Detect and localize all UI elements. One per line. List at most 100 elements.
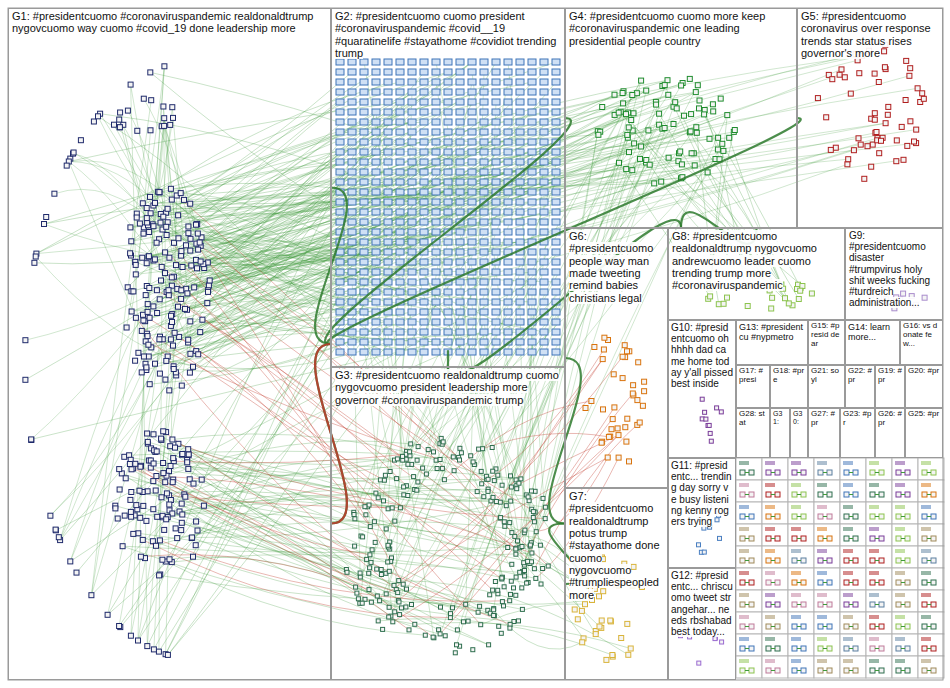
user-node (620, 376, 625, 381)
user-node (157, 538, 162, 543)
user-node (353, 517, 357, 521)
tie-line (70, 375, 176, 561)
user-node (627, 150, 632, 155)
user-node (360, 119, 368, 125)
user-node (504, 209, 512, 215)
user-node (624, 112, 629, 117)
user-node (456, 309, 464, 315)
user-node (732, 128, 737, 133)
user-node (528, 59, 536, 65)
user-node (78, 138, 83, 143)
user-node (348, 69, 356, 75)
user-node (477, 447, 481, 451)
user-node (492, 239, 500, 245)
user-node (395, 477, 399, 481)
user-node (372, 109, 380, 115)
user-node (378, 478, 382, 482)
user-node (456, 199, 464, 205)
user-node (654, 102, 659, 107)
user-node (188, 248, 193, 253)
small-group-cell (788, 458, 814, 480)
user-node (162, 116, 167, 121)
tie-line (174, 105, 656, 369)
user-node (145, 439, 150, 444)
user-node (122, 454, 127, 459)
user-node (721, 148, 726, 153)
user-node (360, 139, 368, 145)
user-node (188, 236, 193, 241)
user-node (432, 89, 440, 95)
user-node (396, 149, 404, 155)
user-node (141, 318, 146, 323)
user-node (397, 579, 401, 583)
tie-line (138, 295, 146, 640)
user-node (384, 149, 392, 155)
tie-line (132, 464, 398, 592)
user-node (552, 59, 560, 65)
user-node (879, 138, 884, 143)
user-node (468, 249, 476, 255)
user-node (420, 149, 428, 155)
user-node (839, 67, 844, 72)
user-node (504, 159, 512, 165)
user-node (540, 79, 548, 85)
user-node (336, 109, 344, 115)
user-node (480, 179, 488, 185)
user-node (508, 521, 512, 525)
user-node (468, 319, 476, 325)
user-node (412, 475, 416, 479)
user-node (432, 179, 440, 185)
user-node (348, 229, 356, 235)
user-node (516, 159, 524, 165)
user-node (369, 600, 373, 604)
user-node (580, 640, 585, 645)
user-node (444, 309, 452, 315)
user-node (498, 516, 502, 520)
user-node (504, 239, 512, 245)
user-node (480, 119, 488, 125)
user-node (516, 119, 524, 125)
user-node (456, 69, 464, 75)
user-node (191, 481, 196, 486)
user-node (480, 309, 488, 315)
user-node (148, 128, 153, 133)
user-node (552, 329, 560, 335)
user-node (372, 99, 380, 105)
user-node (415, 458, 419, 462)
tie-line (143, 540, 451, 618)
tie-line (164, 126, 196, 225)
user-node (491, 469, 495, 473)
user-node (468, 69, 476, 75)
user-node (492, 309, 500, 315)
user-node (416, 445, 420, 449)
user-node (420, 229, 428, 235)
user-node (384, 159, 392, 165)
user-node (190, 535, 195, 540)
user-node (117, 117, 122, 122)
user-node (745, 304, 750, 309)
tie-line (130, 76, 909, 228)
user-node (148, 70, 153, 75)
user-node (468, 279, 476, 285)
user-node (146, 342, 151, 347)
user-node (504, 279, 512, 285)
user-node (372, 239, 380, 245)
user-node (384, 59, 392, 65)
user-node (601, 589, 606, 594)
user-node (504, 189, 512, 195)
user-node (360, 229, 368, 235)
tie-line (448, 302, 524, 565)
user-node (492, 269, 500, 275)
user-node (420, 69, 428, 75)
user-node (164, 517, 169, 522)
user-node (509, 592, 513, 596)
user-node (486, 477, 490, 481)
user-node (408, 249, 416, 255)
user-node (141, 354, 146, 359)
user-node (703, 410, 707, 414)
user-node (528, 329, 536, 335)
user-node (540, 299, 548, 305)
user-node (161, 214, 166, 219)
user-node (444, 289, 452, 295)
user-node (432, 319, 440, 325)
